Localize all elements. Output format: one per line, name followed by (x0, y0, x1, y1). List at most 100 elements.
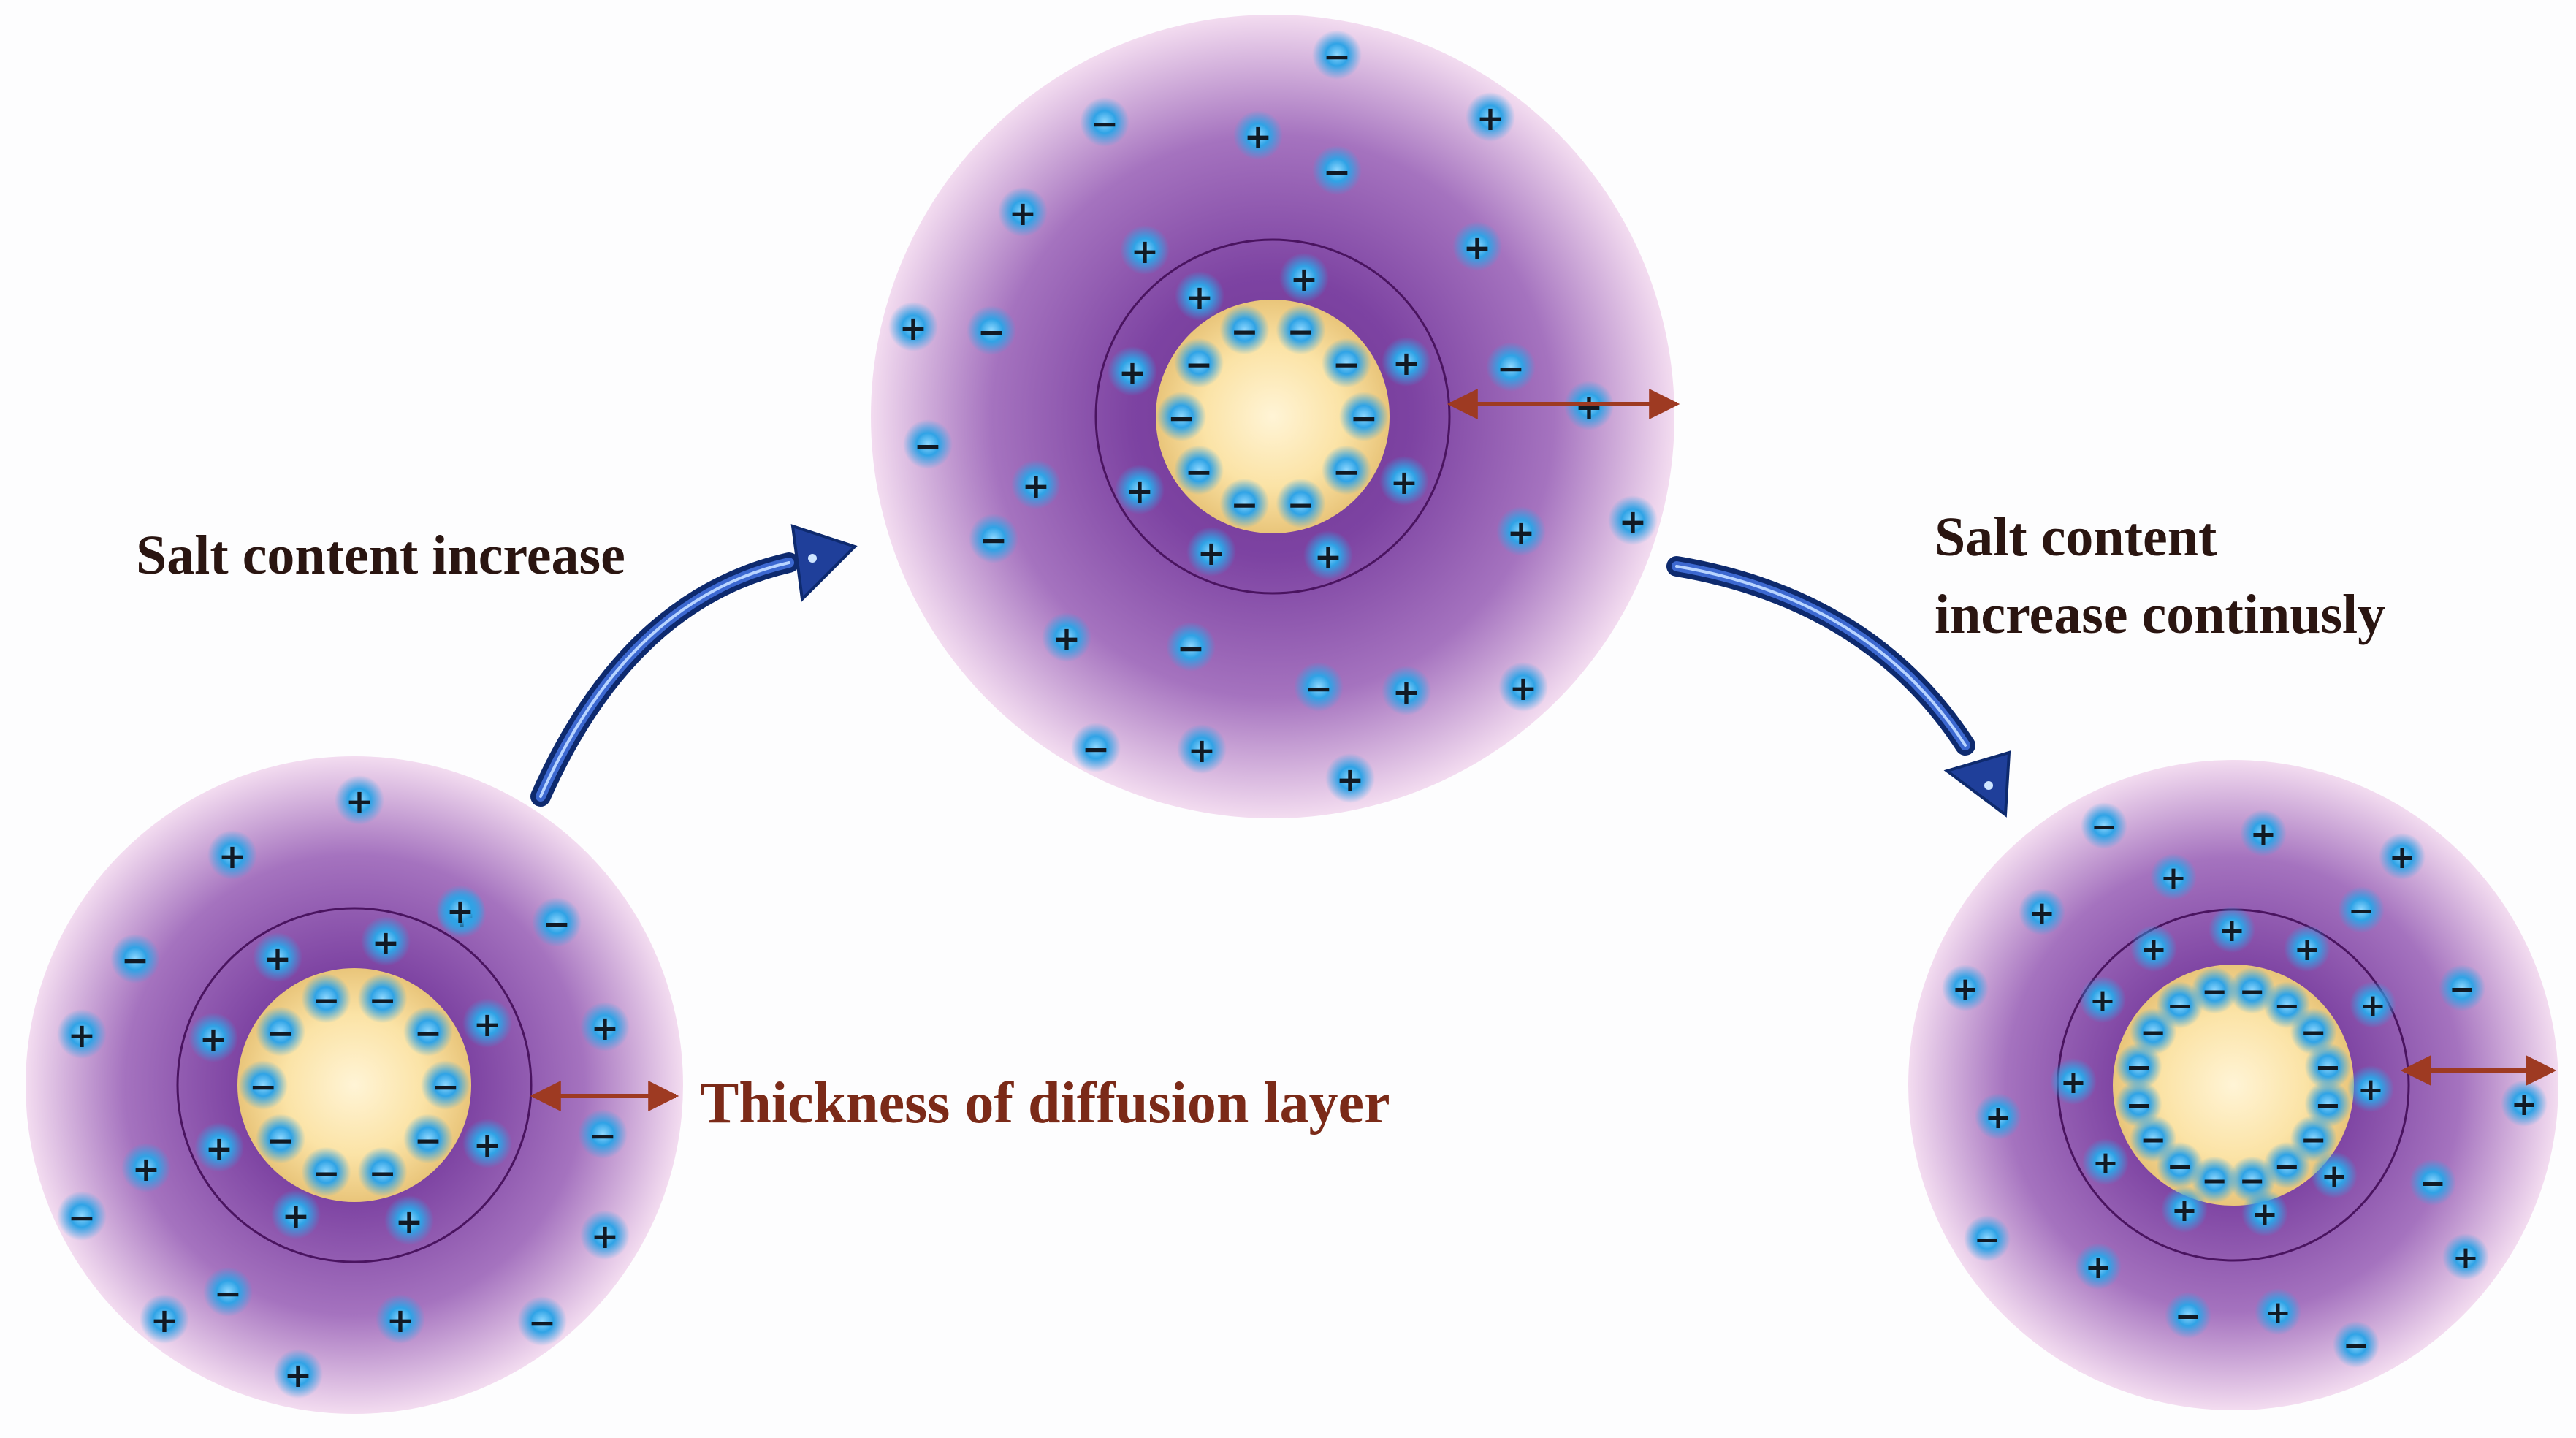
svg-text:−: − (2140, 1122, 2166, 1158)
svg-text:+: + (1476, 99, 1504, 138)
svg-text:+: + (1314, 537, 1342, 577)
positive-ion: + (253, 932, 302, 982)
svg-text:−: − (249, 1067, 277, 1106)
svg-text:−: − (2343, 1328, 2369, 1364)
negative-ion: − (1312, 30, 1362, 80)
svg-text:+: + (1619, 502, 1647, 541)
svg-text:−: − (414, 1013, 442, 1053)
svg-text:−: − (1185, 345, 1213, 384)
svg-text:−: − (543, 904, 571, 943)
positive-ion: + (271, 1190, 321, 1239)
svg-text:+: + (372, 923, 400, 962)
negative-ion: − (1156, 392, 1207, 441)
svg-text:+: + (1126, 471, 1154, 511)
positive-ion: + (1115, 465, 1165, 514)
positive-ion: + (207, 830, 257, 880)
positive-ion: + (2311, 1152, 2358, 1198)
negative-ion: − (1486, 342, 1536, 392)
svg-text:+: + (2060, 1065, 2087, 1101)
negative-ion: − (1080, 97, 1129, 147)
positive-ion: + (188, 1013, 238, 1062)
svg-text:+: + (264, 939, 291, 978)
negative-ion: − (2165, 1292, 2211, 1339)
svg-text:+: + (132, 1149, 160, 1189)
positive-ion: + (1233, 110, 1283, 160)
positive-ion: + (361, 916, 411, 966)
negative-ion: − (357, 1146, 408, 1197)
svg-text:+: + (473, 1005, 501, 1044)
svg-text:+: + (2453, 1240, 2479, 1277)
svg-text:−: − (2167, 988, 2193, 1024)
svg-text:−: − (1185, 452, 1213, 491)
svg-text:−: − (528, 1303, 556, 1342)
svg-text:+: + (68, 1016, 96, 1055)
svg-text:+: + (2219, 913, 2245, 949)
negative-ion: − (301, 1146, 351, 1197)
svg-text:+: + (1290, 259, 1318, 299)
svg-text:+: + (2171, 1192, 2198, 1229)
positive-ion: + (2350, 981, 2396, 1028)
negative-ion: − (967, 305, 1016, 355)
svg-text:−: − (368, 980, 396, 1019)
negative-ion: − (357, 973, 408, 1024)
positive-ion: + (1608, 495, 1658, 545)
svg-text:+: + (446, 891, 474, 931)
positive-ion: + (1382, 337, 1431, 387)
negative-ion: − (1219, 478, 1270, 528)
svg-text:+: + (218, 837, 246, 876)
svg-text:+: + (1197, 533, 1225, 573)
svg-text:−: − (121, 940, 149, 980)
positive-ion: + (1177, 724, 1227, 774)
negative-ion: − (1174, 338, 1224, 388)
salt-increase-continuously-line1: Salt content (1935, 506, 2217, 568)
negative-ion: − (1166, 622, 1216, 672)
svg-text:+: + (1507, 513, 1535, 552)
positive-ion: + (2082, 1138, 2129, 1185)
negative-ion: − (256, 1006, 306, 1057)
positive-ion: + (2079, 976, 2126, 1023)
svg-text:+: + (1009, 194, 1037, 233)
svg-text:+: + (346, 782, 373, 821)
positive-ion: + (1942, 965, 1989, 1011)
positive-ion: + (1303, 530, 1353, 580)
svg-text:−: − (1177, 628, 1205, 668)
positive-ion: + (2347, 1065, 2394, 1112)
svg-text:+: + (199, 1019, 227, 1059)
svg-text:+: + (282, 1196, 310, 1236)
positive-ion: + (2130, 925, 2177, 972)
positive-ion: + (57, 1009, 107, 1059)
negative-ion: − (1219, 305, 1270, 355)
svg-text:−: − (1305, 669, 1333, 708)
svg-text:−: − (1974, 1222, 2000, 1258)
salt-increase-continuously-label: Salt content increase continusly (1935, 498, 2385, 654)
negative-ion: − (2081, 802, 2127, 849)
positive-ion: + (1498, 662, 1548, 712)
svg-text:−: − (1287, 485, 1314, 525)
svg-text:+: + (2321, 1158, 2347, 1195)
svg-text:+: + (591, 1217, 619, 1256)
positive-ion: + (580, 1002, 630, 1051)
svg-text:+: + (2089, 983, 2116, 1019)
svg-text:−: − (2140, 1015, 2166, 1051)
positive-ion: + (2161, 1186, 2208, 1233)
thickness-label: Thickness of diffusion layer (700, 1071, 1390, 1135)
svg-text:+: + (2092, 1145, 2119, 1182)
svg-text:−: − (1167, 398, 1195, 438)
negative-ion: − (2338, 886, 2385, 933)
salt-increase-continuously-line2: increase continusly (1935, 584, 2386, 646)
positive-ion: + (888, 302, 938, 351)
particle-high-salt: −−−−−−−−−−−−−−−−+++++++++++−++++−+−++−−+… (1908, 760, 2558, 1410)
negative-ion: − (57, 1191, 107, 1241)
svg-text:−: − (1082, 729, 1110, 769)
positive-ion: + (1452, 221, 1502, 271)
negative-ion: − (1321, 445, 1371, 495)
positive-ion: + (998, 187, 1048, 237)
particle-low-salt: −−−−−−−−−−++++++++++++−−++−+−+−++−+ (26, 756, 683, 1414)
svg-text:−: − (1333, 452, 1360, 491)
negative-ion: − (1276, 478, 1326, 528)
svg-text:+: + (1463, 228, 1491, 267)
negative-ion: − (1964, 1215, 2011, 1262)
svg-text:+: + (1985, 1100, 2011, 1136)
svg-text:−: − (1230, 311, 1258, 351)
